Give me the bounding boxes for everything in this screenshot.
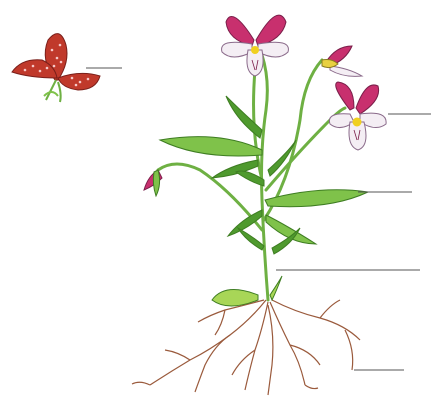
flower-right (329, 82, 386, 150)
flower-side-bud (322, 46, 362, 76)
flower-top (222, 15, 289, 76)
flower-bud (144, 170, 162, 196)
roots (132, 300, 360, 395)
